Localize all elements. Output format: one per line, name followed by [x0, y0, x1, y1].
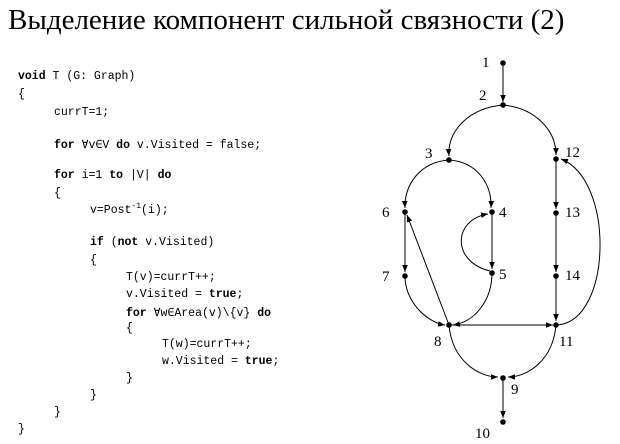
node-5 — [489, 270, 495, 276]
code-line-12: for ∀w∈Area(v)\{v} do — [126, 307, 271, 320]
node-6 — [402, 209, 408, 215]
node-label-6: 6 — [382, 205, 390, 221]
node-13 — [553, 210, 559, 216]
node-label-11: 11 — [559, 334, 573, 350]
node-label-8: 8 — [434, 334, 442, 350]
node-label-13: 13 — [565, 205, 580, 221]
code-line-13: { — [126, 322, 133, 335]
node-label-7: 7 — [382, 269, 390, 285]
code-line-19: } — [18, 423, 25, 436]
node-12 — [553, 156, 559, 162]
edge-2-3 — [445, 104, 504, 157]
code-line-11: v.Visited = true; — [126, 288, 244, 301]
node-1 — [500, 60, 506, 66]
edge-11-12 — [557, 158, 601, 326]
node-label-9: 9 — [511, 382, 519, 398]
code-line-18: } — [54, 406, 61, 419]
node-4 — [489, 209, 495, 215]
edge-11-9 — [507, 324, 557, 380]
page-title: Выделение компонент сильной связности (2… — [8, 4, 565, 36]
node-label-2: 2 — [479, 88, 487, 104]
edge-2-12 — [502, 104, 559, 156]
code-line-8: if (not v.Visited) — [90, 236, 215, 249]
edge-5-4 — [460, 212, 491, 272]
node-10 — [500, 419, 506, 425]
code-line-9: { — [90, 254, 97, 267]
edge-8-6 — [406, 214, 450, 326]
code-line-4: for ∀v∈V do v.Visited = false; — [54, 139, 262, 152]
node-label-5: 5 — [499, 267, 507, 283]
code-line-17: } — [90, 389, 97, 402]
node-label-4: 4 — [499, 205, 507, 221]
code-line-15: w.Visited = true; — [162, 355, 280, 368]
node-7 — [402, 273, 408, 279]
node-label-3: 3 — [425, 146, 433, 162]
code-line-10: T(v)=currT++; — [126, 271, 216, 284]
node-label-10: 10 — [475, 426, 490, 442]
code-line-5: for i=1 to |V| do — [54, 169, 172, 182]
code-line-16: } — [126, 372, 133, 385]
code-line-2: { — [18, 88, 25, 101]
node-label-14: 14 — [565, 268, 581, 284]
node-8 — [446, 322, 452, 328]
node-2 — [500, 102, 506, 108]
edge-8-9 — [448, 324, 499, 380]
edge-3-6 — [401, 159, 450, 209]
code-line-6: { — [54, 187, 61, 200]
code-line-14: T(w)=currT++; — [162, 338, 252, 351]
edge-3-4 — [448, 159, 495, 209]
code-line-1: void T (G: Graph) — [18, 70, 136, 83]
code-line-3: currT=1; — [54, 106, 110, 119]
node-label-12: 12 — [565, 145, 580, 161]
edge-7-8 — [404, 275, 446, 327]
node-14 — [553, 273, 559, 279]
code-line-7: v=Post-1(i); — [90, 202, 169, 218]
node-label-1: 1 — [482, 55, 490, 71]
code-listing: void T (G: Graph) { currT=1; for ∀v∈V do… — [0, 0, 279, 436]
node-11 — [553, 322, 559, 328]
node-9 — [500, 375, 506, 381]
edge-5-8 — [452, 272, 493, 327]
node-3 — [446, 157, 452, 163]
